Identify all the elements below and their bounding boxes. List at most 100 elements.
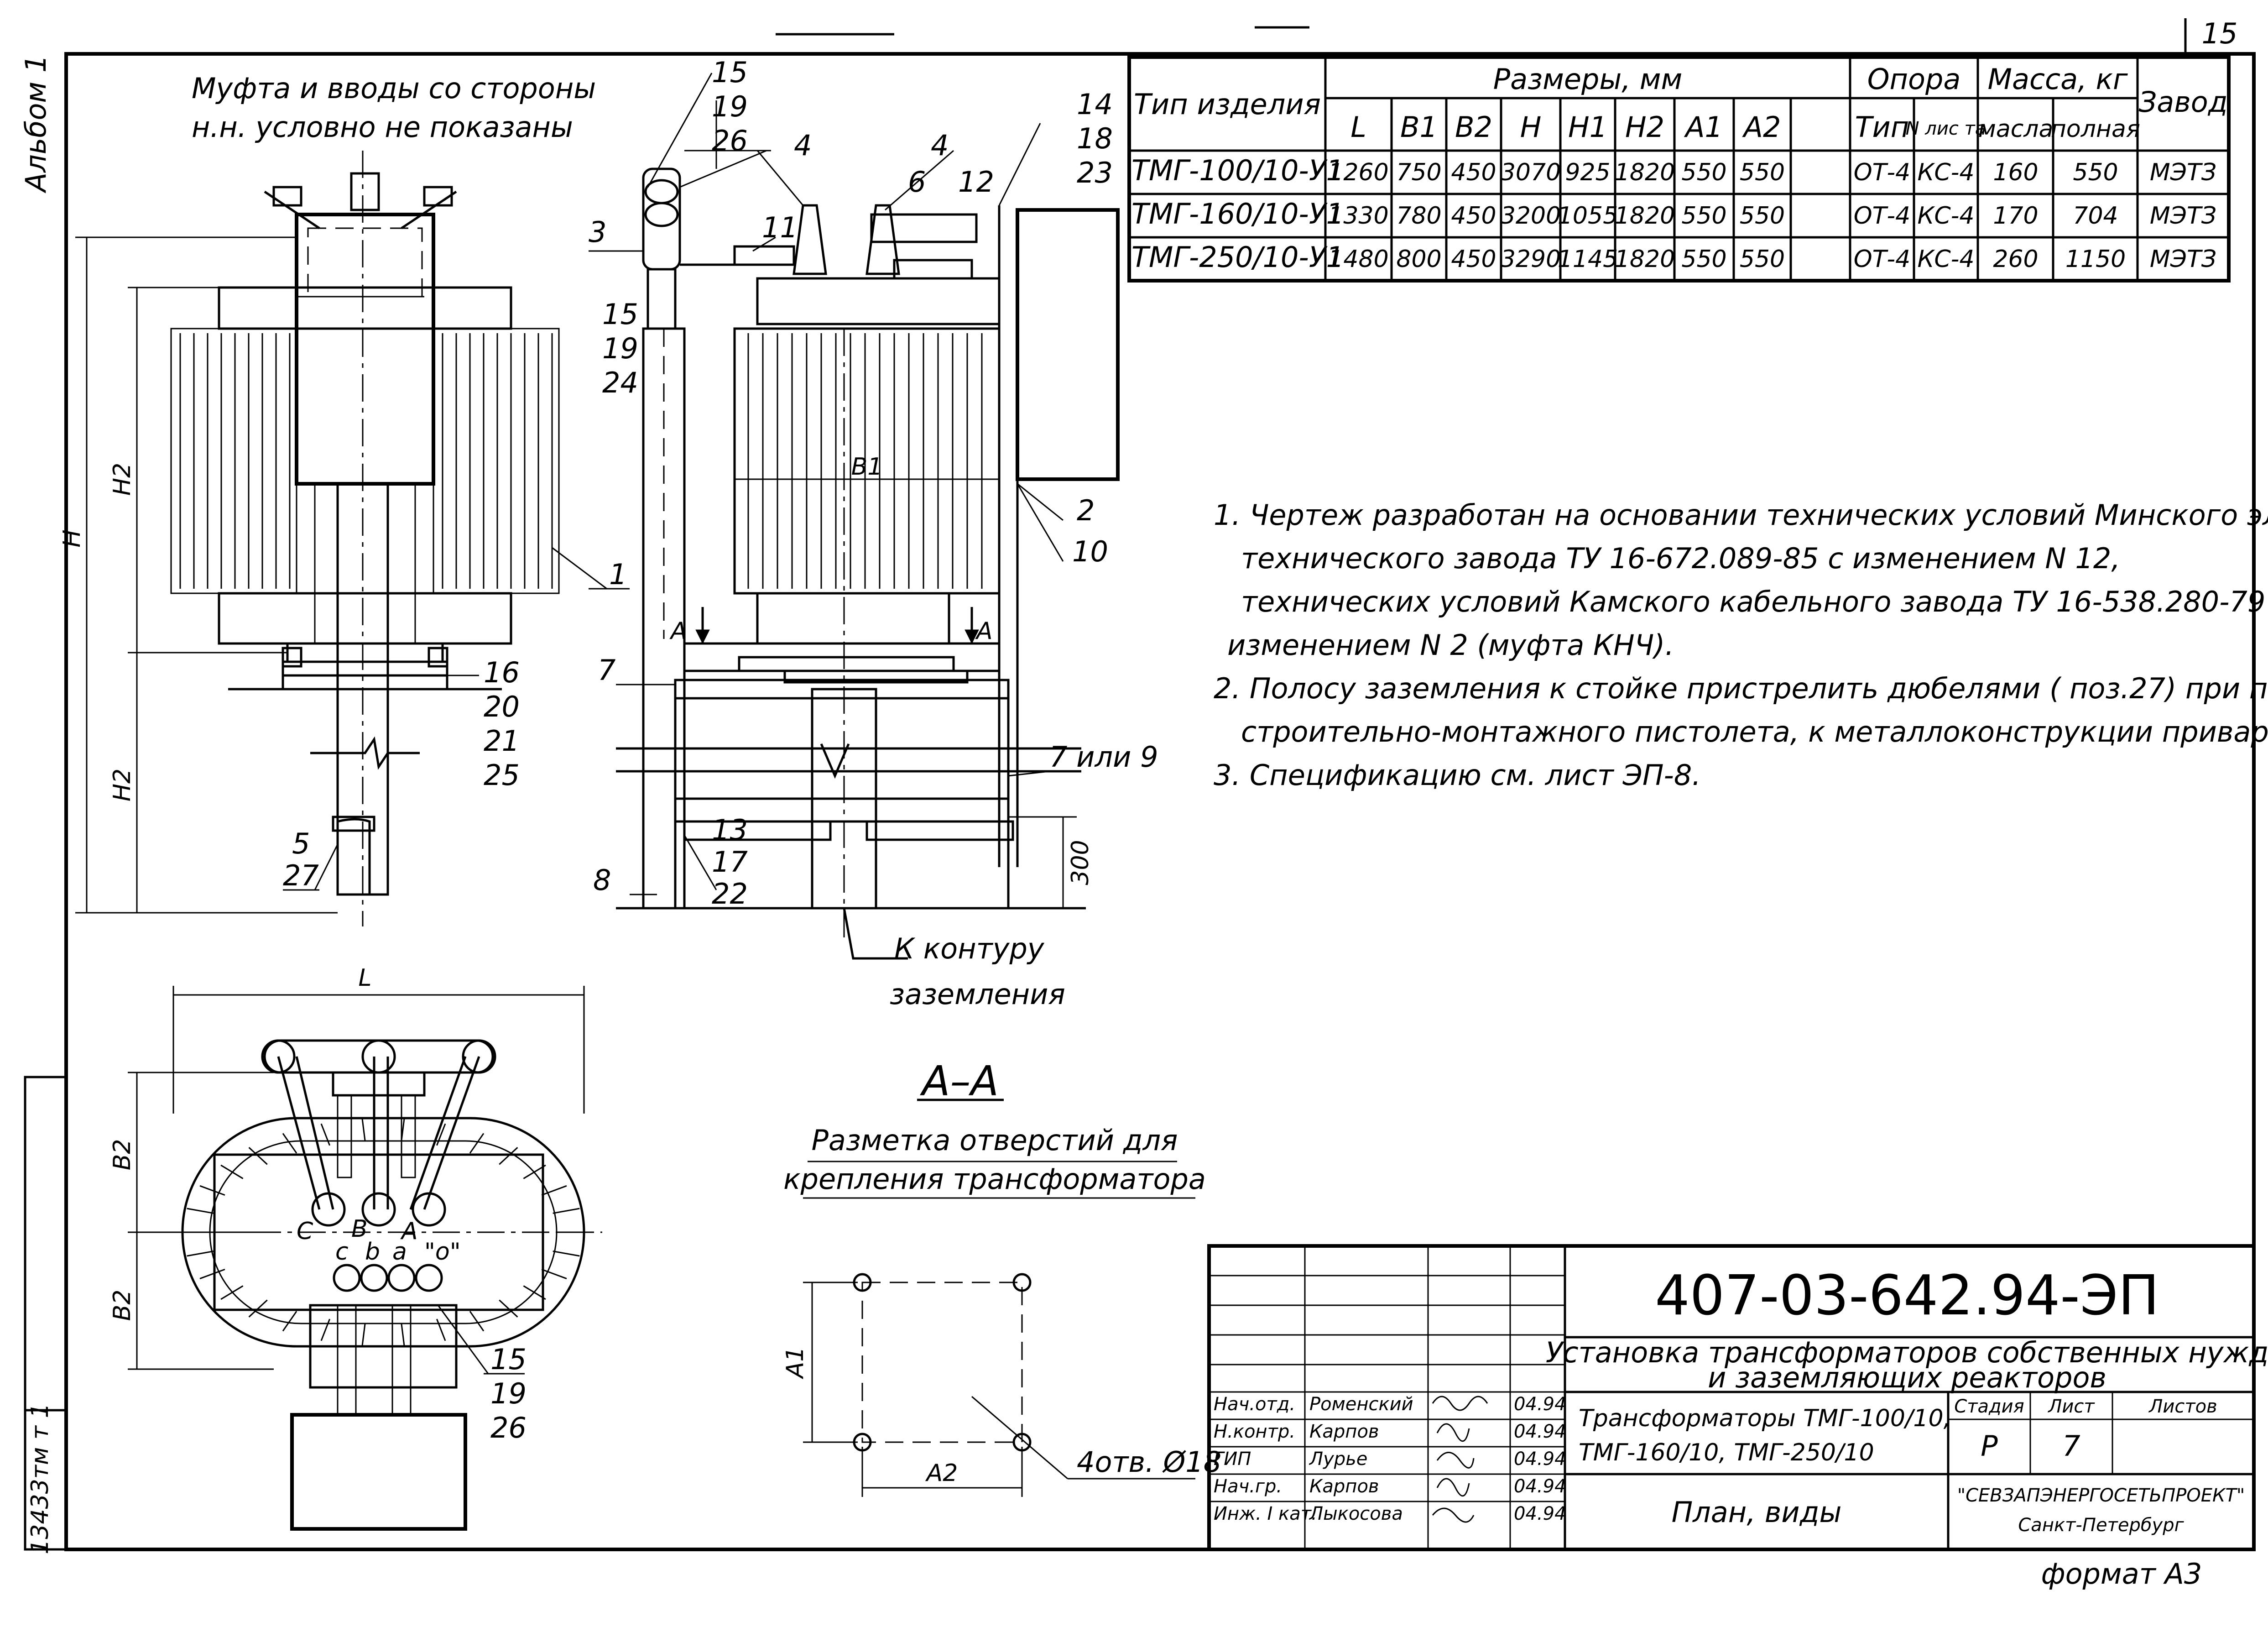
- radiator-fin: [199, 1268, 225, 1280]
- signer-date: 04.94: [1514, 1394, 1566, 1415]
- section-subtitle-2: крепления трансформатора: [783, 1162, 1206, 1196]
- table-header-a2: A2: [1742, 110, 1781, 144]
- radiator-fin: [499, 1299, 518, 1318]
- side-view-note-1: Муфта и вводы со стороны: [192, 72, 596, 105]
- signer-name: Роменский: [1309, 1394, 1413, 1415]
- table-header-type: Тип изделия: [1134, 88, 1321, 121]
- table-cell-b2: 450: [1451, 159, 1496, 186]
- signer-name: Лурье: [1309, 1449, 1367, 1470]
- radiator-fin: [320, 1318, 330, 1341]
- phase-b-lower: b: [365, 1238, 380, 1266]
- dim-b2-bottom: B2: [109, 1290, 136, 1321]
- callout-17: 17: [712, 845, 748, 879]
- callout-8: 8: [593, 863, 611, 897]
- drawing-title-2: ТМГ-160/10, ТМГ-250/10: [1579, 1439, 1874, 1466]
- callout-10: 10: [1072, 535, 1108, 568]
- general-notes: 1. Чертеж разработан на основании технич…: [1214, 498, 2268, 792]
- table-header-mass: Масса, кг: [1987, 63, 2128, 96]
- dim-a1: A1: [782, 1347, 809, 1380]
- radiator-fin: [282, 1133, 297, 1154]
- radiator-fin: [553, 1250, 580, 1257]
- note-line-3: технических условий Камского кабельного …: [1241, 585, 2268, 618]
- table-header-sizes: Размеры, мм: [1493, 63, 1683, 96]
- table-header-b1: B1: [1400, 110, 1438, 144]
- radiator-fin: [436, 1123, 446, 1146]
- table-cell-h1: 1145: [1558, 246, 1618, 273]
- section-title: А–А: [920, 1057, 999, 1105]
- note-line-7: 3. Спецификацию см. лист ЭП-8.: [1214, 759, 1701, 792]
- phase-c-upper: C: [297, 1218, 313, 1245]
- document-code: 407-03-642.94-ЭП: [1655, 1264, 2159, 1328]
- signer-role: Инж. I кат.: [1214, 1503, 1317, 1524]
- project-title-2: и заземляющих реакторов: [1708, 1361, 2106, 1394]
- table-cell-sheet: КС-4: [1917, 159, 1974, 186]
- table-cell-h: 3200: [1501, 202, 1561, 230]
- signer-role: Нач.гр.: [1214, 1476, 1282, 1497]
- front-view-callouts: 15 19 26 4 4 6 12 3 11 15 19 24 14 18 23…: [589, 56, 1158, 910]
- radiator-fin: [523, 1285, 546, 1300]
- table-cell-h1: 925: [1565, 159, 1610, 186]
- note-line-2: технического завода ТУ 16-672.089-85 с и…: [1241, 542, 2120, 575]
- radiator-fin: [499, 1147, 518, 1165]
- table-header-h1: H1: [1568, 110, 1607, 144]
- table-cell-b2: 450: [1451, 202, 1496, 230]
- table-cell-support-type: ОТ-4: [1854, 159, 1911, 186]
- callout-27: 27: [283, 859, 319, 892]
- callout-4b: 4: [931, 129, 949, 162]
- callout-15-top: 15: [712, 56, 748, 89]
- signer-role: Нач.отд.: [1214, 1394, 1295, 1415]
- sheet-frame: [64, 18, 2256, 1551]
- signer-role: Н.контр.: [1214, 1421, 1295, 1442]
- table-header-b2: B2: [1455, 110, 1492, 144]
- sheets-label: Листов: [2148, 1396, 2217, 1417]
- table-cell-h2: 1820: [1615, 246, 1675, 273]
- signer-date: 04.94: [1514, 1449, 1566, 1470]
- table-cell-a2: 550: [1740, 202, 1785, 230]
- sheet-value: 7: [2062, 1429, 2080, 1463]
- dim-h2-bottom: H2: [109, 769, 136, 801]
- dim-300: 300: [1067, 840, 1094, 885]
- callout-6: 6: [908, 165, 926, 199]
- signer-date: 04.94: [1514, 1476, 1566, 1497]
- dim-b2-top: B2: [109, 1139, 136, 1171]
- table-cell-b1: 750: [1396, 159, 1441, 186]
- section-subtitle-1: Разметка отверстий для: [812, 1124, 1178, 1157]
- table-cell-l: 1260: [1328, 159, 1388, 186]
- radiator-fin: [248, 1147, 268, 1165]
- phase-o: "o": [424, 1238, 461, 1266]
- organization-name: "СЕВЗАПЭНЕРГОСЕТЬПРОЕКТ": [1957, 1485, 2245, 1506]
- radiator-fin: [541, 1268, 567, 1280]
- table-cell-a2: 550: [1740, 246, 1785, 273]
- table-header-support-type: Тип: [1855, 110, 1909, 144]
- radiator-fin: [469, 1133, 485, 1154]
- radiator-fin: [220, 1285, 244, 1300]
- table-cell-a1: 550: [1681, 202, 1726, 230]
- radiator-fin: [436, 1318, 446, 1341]
- table-cell-a1: 550: [1681, 246, 1726, 273]
- stage-label: Стадия: [1954, 1396, 2024, 1417]
- ground-label-2: заземления: [890, 978, 1065, 1011]
- radiator-fin: [553, 1208, 580, 1214]
- table-cell-plant: МЭТЗ: [2150, 159, 2216, 186]
- radiator-fin: [282, 1311, 297, 1332]
- table-cell-a1: 550: [1681, 159, 1726, 186]
- callout-21: 21: [484, 724, 520, 758]
- dim-h2-top: H2: [109, 463, 136, 496]
- holes-note: 4отв. Ø18: [1077, 1445, 1221, 1479]
- callout-1: 1: [609, 558, 627, 591]
- radiator-fin: [220, 1164, 244, 1179]
- table-cell-oil-mass: 160: [1993, 159, 2038, 186]
- dim-h: H: [58, 529, 86, 547]
- note-line-5: 2. Полосу заземления к стойке пристрелит…: [1214, 672, 2268, 705]
- callout-12: 12: [958, 165, 994, 199]
- table-cell-a2: 550: [1740, 159, 1785, 186]
- table-cell-full-mass: 1150: [2065, 246, 2126, 273]
- table-cell-h: 3070: [1501, 159, 1561, 186]
- signer-date: 04.94: [1514, 1503, 1566, 1524]
- signer-name: Карпов: [1309, 1421, 1379, 1442]
- drawing-title-1: Трансформаторы ТМГ-100/10,: [1579, 1405, 1951, 1432]
- callout-20: 20: [484, 690, 520, 723]
- radiator-fin: [320, 1123, 330, 1146]
- phase-labels: C B A c b a "o": [297, 1215, 461, 1266]
